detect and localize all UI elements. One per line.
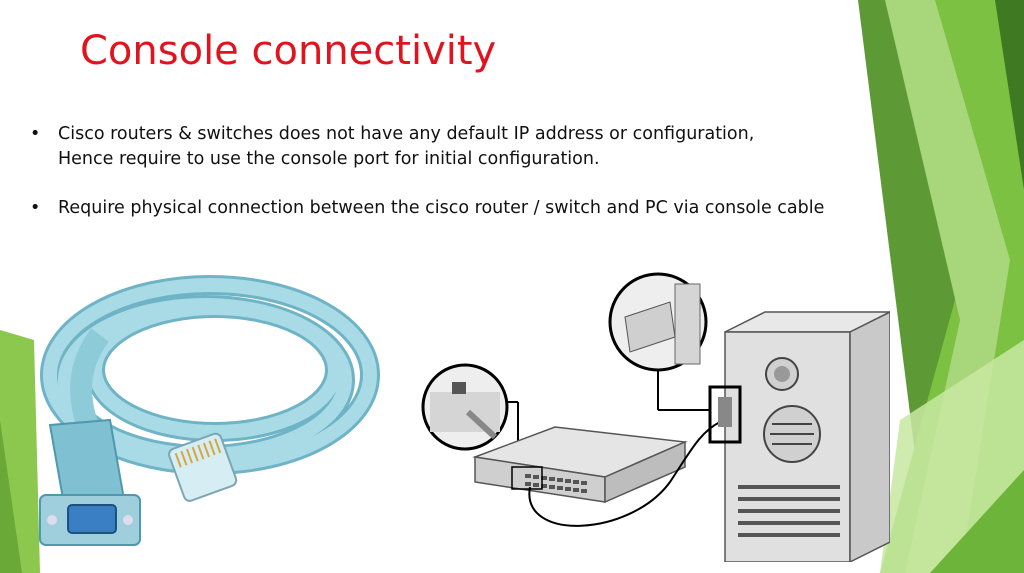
- console-cable-image: [39, 275, 380, 546]
- rj45-connector: [168, 432, 238, 502]
- zoom-circle-switch-port: [421, 363, 519, 474]
- bullet-line: Hence require to use the console port fo…: [58, 149, 600, 169]
- network-switch: [472, 426, 688, 504]
- slide-title: Console connectivity: [80, 28, 497, 74]
- zoom-circle-pc-port: [608, 272, 710, 411]
- bullet-marker: •: [30, 198, 41, 218]
- bullet-marker: •: [30, 124, 41, 144]
- bullet-text: Cisco routers & switches does not have a…: [58, 122, 754, 172]
- bullet-text: Require physical connection between the …: [58, 196, 824, 221]
- green-band-bottom: [930, 470, 1024, 573]
- db9-connector: [39, 418, 141, 546]
- green-band-dark-right: [995, 0, 1024, 190]
- bullet-line: Require physical connection between the …: [58, 198, 825, 218]
- connection-diagram-image: [421, 272, 890, 562]
- green-wedge-left-inner: [0, 420, 22, 573]
- pc-tower: [708, 311, 890, 562]
- bullet-line: Cisco routers & switches does not have a…: [58, 124, 755, 144]
